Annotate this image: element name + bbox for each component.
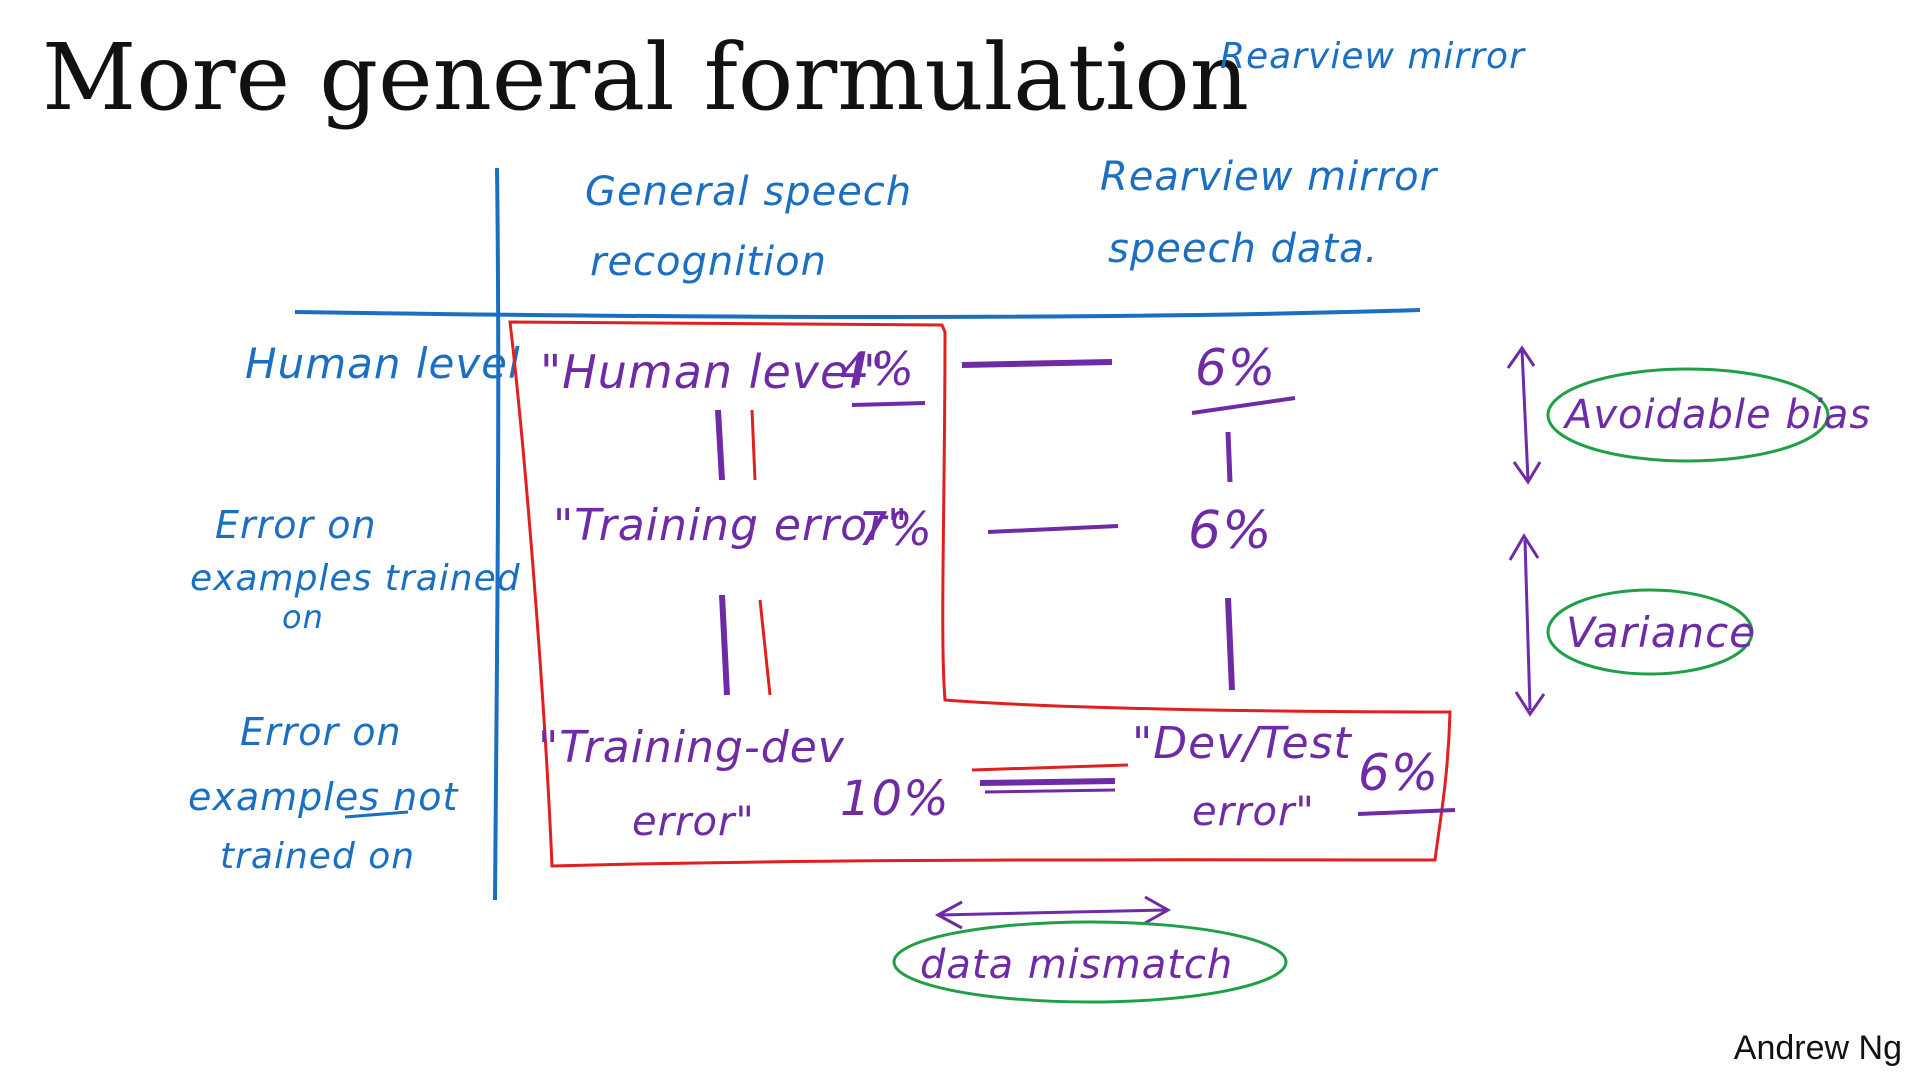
bias-arrow	[1520, 349, 1530, 481]
avoidable-bias-ellipse	[1546, 367, 1830, 463]
variance-label: Variance	[1566, 608, 1756, 657]
dev-test-label-line1: "Dev/Test	[1132, 718, 1352, 769]
connector-dash	[961, 359, 1113, 368]
equality-mark	[1225, 597, 1235, 691]
mismatch-arrow-head	[934, 900, 963, 930]
column-header-general-line2: recognition	[590, 239, 827, 285]
connector-dash	[987, 524, 1119, 534]
column-header-general-line1: General speech	[585, 169, 912, 215]
row-header-trained-line1: Error on	[215, 503, 377, 547]
bias-arrow-head	[1506, 345, 1536, 369]
red-region-outline	[508, 320, 1452, 868]
slide-title: More general formulation	[42, 24, 1250, 131]
training-dev-value: 10%	[840, 771, 950, 827]
variance-arrow-head	[1514, 691, 1546, 717]
variance-ellipse	[1546, 588, 1754, 676]
training-dev-label-line2: error"	[632, 799, 755, 845]
table-vertical-line	[493, 167, 501, 901]
dev-test-label-line2: error"	[1192, 789, 1315, 835]
human-level-label: "Human level"	[540, 345, 885, 399]
human-level-value-underline	[851, 401, 926, 407]
data-mismatch-label: data mismatch	[920, 942, 1233, 988]
dev-test-value-underline	[1357, 808, 1456, 816]
author-credit: Andrew Ng	[1733, 1029, 1902, 1067]
data-mismatch-ellipse	[892, 920, 1288, 1004]
connector-dash	[984, 788, 1116, 794]
row-header-not-trained-line1: Error on	[240, 710, 402, 754]
connector-dash	[979, 778, 1116, 786]
row-header-not-trained-line3: trained on	[220, 836, 415, 877]
equality-mark	[1225, 431, 1233, 483]
equality-mark	[758, 599, 772, 696]
bias-arrow-head	[1512, 461, 1542, 485]
not-underline	[344, 810, 409, 819]
variance-arrow-head	[1508, 533, 1540, 561]
avoidable-bias-label: Avoidable bias	[1562, 392, 1871, 438]
equality-mark	[719, 594, 730, 696]
column-header-rearview-line2: speech data.	[1108, 226, 1378, 272]
column-header-rearview-line1: Rearview mirror	[1100, 154, 1439, 200]
training-dev-label-line1: "Training-dev	[538, 722, 845, 773]
corner-note: Rearview mirror	[1220, 36, 1526, 77]
table-horizontal-line	[294, 308, 1421, 319]
mismatch-arrow	[939, 908, 1166, 917]
rearview-human-underline	[1191, 396, 1296, 415]
human-level-value: 4%	[840, 342, 915, 396]
dev-test-value: 6%	[1358, 744, 1439, 802]
rearview-training-value: 6%	[1188, 501, 1273, 561]
equality-mark	[750, 409, 757, 481]
row-header-trained-line3: on	[282, 598, 324, 636]
connector-dash	[971, 763, 1129, 772]
row-header-trained-line2: examples trained	[190, 558, 521, 599]
training-error-value: 7%	[858, 502, 933, 556]
training-error-label: "Training error"	[553, 500, 908, 551]
mismatch-arrow-head	[1144, 895, 1172, 925]
rearview-human-value: 6%	[1195, 339, 1276, 397]
variance-arrow	[1523, 539, 1532, 711]
row-header-human-level: Human level	[245, 339, 521, 388]
equality-mark	[715, 409, 725, 481]
row-header-not-trained-line2: examples not	[188, 775, 459, 819]
